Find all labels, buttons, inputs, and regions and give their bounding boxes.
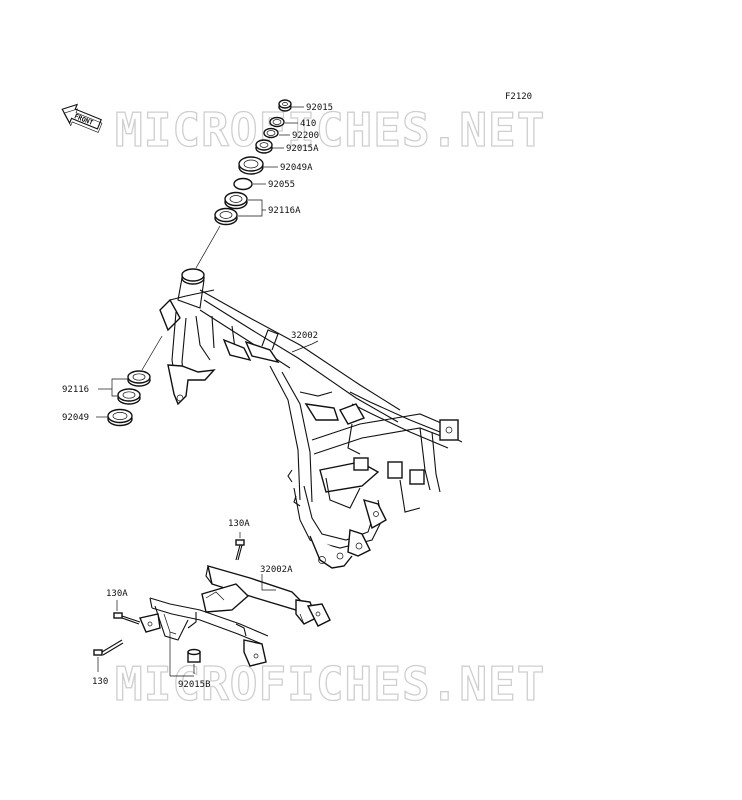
steering-stack: 92015 410 92200 92015A 92049A xyxy=(195,99,333,269)
oring-92055 xyxy=(233,177,253,191)
label-92049A: 92049A xyxy=(280,163,313,173)
nut-92015 xyxy=(278,99,292,112)
label-92116: 92116 xyxy=(62,385,89,395)
label-130A-top: 130A xyxy=(228,519,250,529)
label-92015B: 92015B xyxy=(178,680,211,690)
label-130A-left: 130A xyxy=(106,589,128,599)
main-frame-32002: 32002 xyxy=(159,268,463,569)
label-92015A: 92015A xyxy=(286,144,319,154)
lower-cross-member-32002A: 130A 32002A 130A xyxy=(92,519,331,690)
label-92049: 92049 xyxy=(62,413,89,423)
label-410: 410 xyxy=(300,119,316,129)
bearing-92116A-lower xyxy=(214,207,238,226)
watermark-top: MICROFICHES.NET xyxy=(115,103,545,157)
washer-92200 xyxy=(263,127,279,139)
front-label: FRONT xyxy=(73,112,94,127)
label-32002: 32002 xyxy=(291,331,318,341)
bearing-92116-lower xyxy=(117,388,141,405)
diagram-code: F2120 xyxy=(505,92,532,102)
spacer-92015B xyxy=(187,648,201,663)
watermark-bottom: MICROFICHES.NET xyxy=(115,657,545,711)
label-130: 130 xyxy=(92,677,108,687)
washer-410 xyxy=(269,116,285,128)
seal-92049 xyxy=(107,408,133,427)
front-arrow-icon: FRONT xyxy=(61,103,103,133)
bearing-92116A-upper xyxy=(224,191,248,210)
bolt-130A-top xyxy=(235,532,245,561)
seal-92049A xyxy=(238,156,264,175)
nut-92015A xyxy=(255,139,273,154)
label-92116A: 92116A xyxy=(268,206,301,216)
label-92055: 92055 xyxy=(268,180,295,190)
label-32002A: 32002A xyxy=(260,565,293,575)
bearing-92116-upper xyxy=(127,370,151,387)
lower-bearing-group: 92116 92049 xyxy=(62,335,163,427)
label-92200: 92200 xyxy=(292,131,319,141)
label-92015: 92015 xyxy=(306,103,333,113)
bolt-130 xyxy=(93,639,124,656)
bolt-130A-left xyxy=(113,612,141,625)
